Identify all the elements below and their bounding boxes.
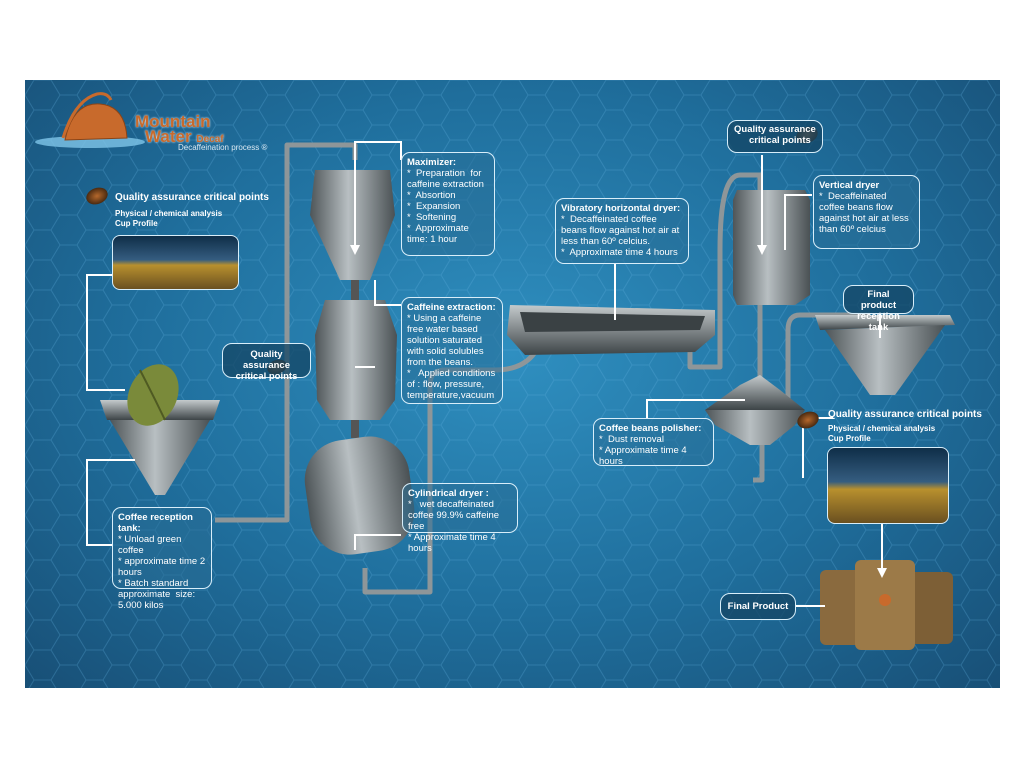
- cylindrical-box: Cylindrical dryer : * wet decaffeinated …: [402, 483, 518, 554]
- vibratory-dryer: [507, 305, 715, 355]
- logo-text: Mountain Water Decaf: [135, 112, 224, 146]
- reception-hopper: [100, 364, 220, 495]
- cylindrical-dryer: [304, 436, 415, 555]
- logo-mark: [35, 92, 145, 148]
- vertical-dryer: [733, 190, 810, 305]
- logo-tagline: Decaffeination process ®: [178, 143, 268, 152]
- coffee-bags: [820, 560, 953, 650]
- qa-mid: Quality assurance critical points: [222, 343, 311, 382]
- polisher-box: Coffee beans polisher: * Dust removal * …: [593, 418, 714, 467]
- vertical-dryer-box: Vertical dryer * Decaffeinated coffee be…: [813, 175, 920, 249]
- maximizer-box: Maximizer: * Preparation for caffeine ex…: [401, 152, 495, 256]
- final-tank-label: Final product reception tank: [843, 285, 914, 333]
- polisher: [705, 375, 805, 445]
- qa-right: Quality assurance critical points Physic…: [828, 409, 982, 443]
- cup-profile-photo-left: [112, 235, 239, 290]
- qa-top-right: Quality assurance critical points: [727, 120, 823, 153]
- maximizer-vessel: [310, 170, 395, 300]
- extraction-vessel: [315, 300, 397, 438]
- final-tank: [815, 315, 955, 395]
- extraction-box: Caffeine extraction: * Using a caffeine …: [401, 297, 503, 404]
- reception-box: Coffee reception tank: * Unload green co…: [112, 507, 212, 611]
- arrowheads: [350, 245, 887, 578]
- final-product-label: Final Product: [720, 593, 796, 620]
- cup-profile-photo-right: [827, 447, 949, 524]
- qa-left: Quality assurance critical points Physic…: [115, 192, 269, 228]
- vibratory-box: Vibratory horizontal dryer: * Decaffeina…: [555, 198, 689, 264]
- process-diagram: Mountain Water Decaf Decaffeination proc…: [25, 80, 1000, 688]
